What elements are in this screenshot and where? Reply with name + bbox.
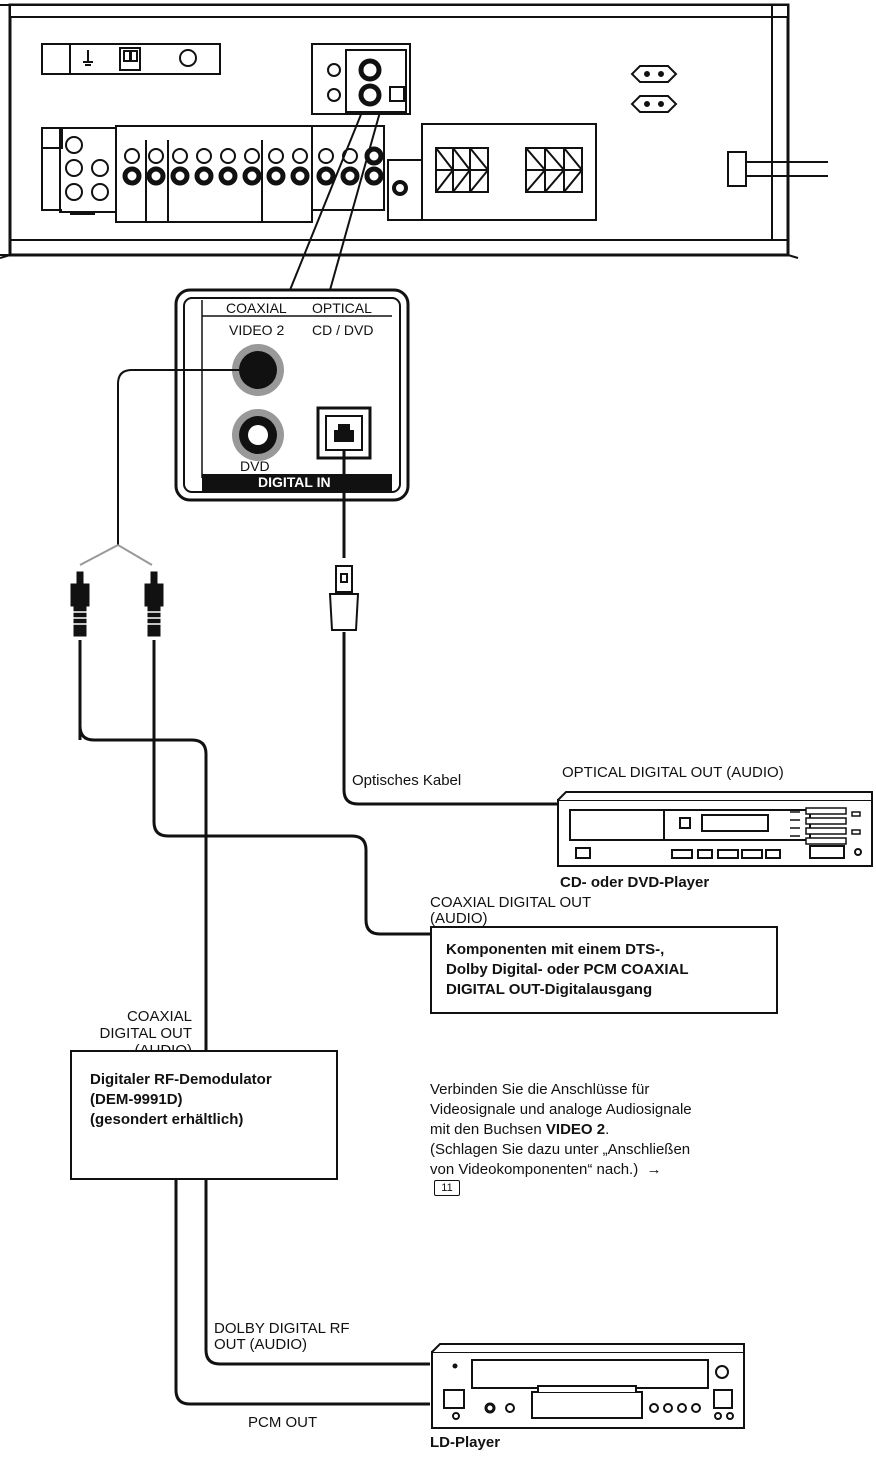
ld-player-label: LD-Player xyxy=(430,1434,501,1451)
note-line3-bold: VIDEO 2 xyxy=(545,1121,606,1138)
note-line3-post: . xyxy=(605,1121,610,1138)
optical-cable-label: Optisches Kabel xyxy=(352,772,462,789)
optical-out-label: OPTICAL DIGITAL OUT (AUDIO) xyxy=(562,764,784,781)
dolby-rf-label-1: DOLBY DIGITAL RF xyxy=(214,1320,350,1337)
arrow-icon: → xyxy=(646,1161,662,1178)
demodulator-box: Digitaler RF-Demodulator (DEM-9991D) (ge… xyxy=(70,1050,338,1180)
receiver-rear-panel xyxy=(0,3,828,259)
zoom-lines xyxy=(289,111,381,291)
components-box-line2: Dolby Digital- oder PCM COAXIAL xyxy=(446,961,689,978)
cables xyxy=(78,369,558,1406)
left-coaxial-label-2: DIGITAL OUT xyxy=(99,1025,192,1042)
coaxial-out-label-2: (AUDIO) xyxy=(430,910,488,927)
demod-box-line1: Digitaler RF-Demodulator xyxy=(90,1071,272,1088)
demod-box-line2: (DEM-9991D) xyxy=(90,1091,183,1108)
ld-player-icon xyxy=(431,1343,745,1429)
components-box-line1: Komponenten mit einem DTS-, xyxy=(446,941,665,958)
demod-box-line3: (gesondert erhältlich) xyxy=(90,1111,244,1128)
note-line4: (Schlagen Sie dazu unter „Anschließen xyxy=(430,1141,691,1158)
panel-label-digital-in: DIGITAL IN xyxy=(258,474,331,490)
book-icon: 11 xyxy=(434,1180,460,1196)
note-line2: Videosignale und analoge Audiosignale xyxy=(430,1101,692,1118)
rca-plug-icon xyxy=(70,571,164,637)
panel-label-video2: VIDEO 2 xyxy=(229,322,285,338)
panel-label-optical: OPTICAL xyxy=(312,300,372,316)
note-line1: Verbinden Sie die Anschlüsse für xyxy=(430,1081,650,1098)
panel-label-coaxial: COAXIAL xyxy=(226,300,287,316)
note-line3: mit den Buchsen VIDEO 2. xyxy=(430,1120,776,1140)
components-box-line3: DIGITAL OUT-Digitalausgang xyxy=(446,981,653,998)
connection-note: Verbinden Sie die Anschlüsse für Videosi… xyxy=(430,1080,776,1196)
components-box: Komponenten mit einem DTS-, Dolby Digita… xyxy=(430,926,778,1014)
panel-label-cd-dvd: CD / DVD xyxy=(312,322,374,338)
panel-label-dvd: DVD xyxy=(240,458,270,474)
cd-player-icon xyxy=(557,791,873,867)
optical-plug-icon xyxy=(328,565,360,631)
dolby-rf-label-2: OUT (AUDIO) xyxy=(214,1336,308,1353)
note-line3-pre: mit den Buchsen xyxy=(430,1121,546,1138)
note-line5: von Videokomponenten“ nach.) xyxy=(430,1161,639,1178)
pcm-out-label: PCM OUT xyxy=(248,1414,318,1431)
cd-player-label: CD- oder DVD-Player xyxy=(560,874,710,891)
left-coaxial-label-1: COAXIAL xyxy=(126,1008,192,1025)
coaxial-out-label-1: COAXIAL DIGITAL OUT xyxy=(430,894,592,911)
note-line5-wrap: von Videokomponenten“ nach.) → 11 xyxy=(430,1160,776,1196)
